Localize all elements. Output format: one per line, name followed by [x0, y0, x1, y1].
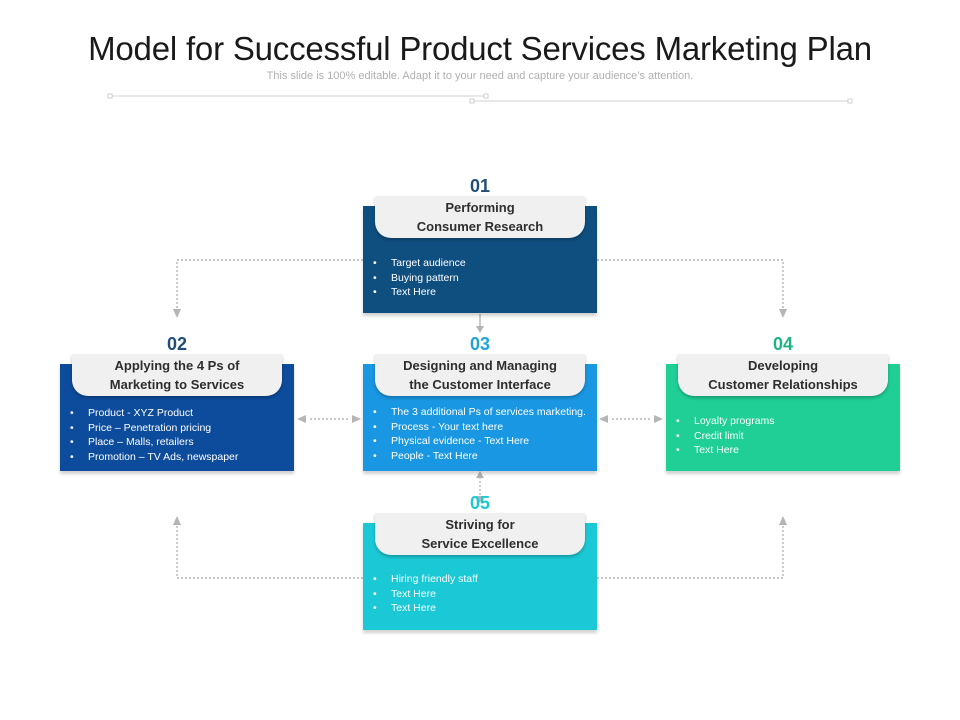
step-card-header: Applying the 4 Ps of Marketing to Servic… — [72, 354, 282, 396]
list-item: Target audience — [373, 256, 591, 271]
step-card-header: Designing and Managing the Customer Inte… — [375, 354, 585, 396]
step-bullet-list: Product - XYZ Product Price – Penetratio… — [70, 406, 288, 464]
step-number-05: 05 — [469, 493, 491, 513]
page-title: Model for Successful Product Services Ma… — [88, 30, 872, 67]
step-number-03: 03 — [469, 334, 491, 354]
step-number-01: 01 — [469, 176, 491, 196]
list-item: Place – Malls, retailers — [70, 435, 288, 450]
list-item: Hiring friendly staff — [373, 572, 591, 587]
list-item: Text Here — [676, 443, 894, 458]
list-item: The 3 additional Ps of services marketin… — [373, 405, 591, 420]
step-title-line: Developing — [747, 358, 819, 373]
step-title-line: Performing — [445, 200, 515, 215]
step-card-01: Performing Consumer Research Target audi… — [363, 196, 597, 313]
list-item: Physical evidence - Text Here — [373, 434, 591, 449]
list-item: People - Text Here — [373, 449, 591, 464]
step-card-02: Applying the 4 Ps of Marketing to Servic… — [60, 354, 294, 471]
list-item: Product - XYZ Product — [70, 406, 288, 421]
step-bullet-list: The 3 additional Ps of services marketin… — [373, 405, 591, 463]
step-title-line: Customer Relationships — [708, 377, 858, 392]
step-bullet-list: Hiring friendly staff Text Here Text Her… — [373, 572, 591, 616]
step-title-line: Consumer Research — [416, 219, 544, 234]
step-card-03: Designing and Managing the Customer Inte… — [363, 354, 597, 471]
list-item: Text Here — [373, 587, 591, 602]
list-item: Price – Penetration pricing — [70, 421, 288, 436]
list-item: Buying pattern — [373, 271, 591, 286]
step-number-02: 02 — [166, 334, 188, 354]
step-card-04: Developing Customer Relationships Loyalt… — [666, 354, 900, 471]
connector-05-02 — [176, 524, 363, 579]
connector-01-02 — [176, 259, 363, 310]
list-item: Text Here — [373, 285, 591, 300]
step-card-header: Performing Consumer Research — [375, 196, 585, 238]
step-number-04: 04 — [772, 334, 794, 354]
step-title-line: Applying the 4 Ps of — [114, 358, 240, 373]
connector-01-04 — [597, 259, 784, 310]
step-card-05: Striving for Service Excellence Hiring f… — [363, 513, 597, 630]
step-bullet-list: Target audience Buying pattern Text Here — [373, 256, 591, 300]
step-title-line: Service Excellence — [421, 536, 539, 551]
list-item: Credit limit — [676, 429, 894, 444]
step-card-header: Striving for Service Excellence — [375, 513, 585, 555]
list-item: Promotion – TV Ads, newspaper — [70, 450, 288, 465]
step-title-line: the Customer Interface — [409, 377, 551, 392]
step-title-line: Designing and Managing — [403, 358, 557, 373]
list-item: Loyalty programs — [676, 414, 894, 429]
page-subtitle: This slide is 100% editable. Adapt it to… — [266, 70, 694, 82]
step-title-line: Marketing to Services — [109, 377, 245, 392]
step-card-header: Developing Customer Relationships — [678, 354, 888, 396]
step-title-line: Striving for — [445, 517, 515, 532]
list-item: Process - Your text here — [373, 420, 591, 435]
step-bullet-list: Loyalty programs Credit limit Text Here — [676, 414, 894, 458]
connector-05-04 — [597, 524, 784, 579]
list-item: Text Here — [373, 601, 591, 616]
